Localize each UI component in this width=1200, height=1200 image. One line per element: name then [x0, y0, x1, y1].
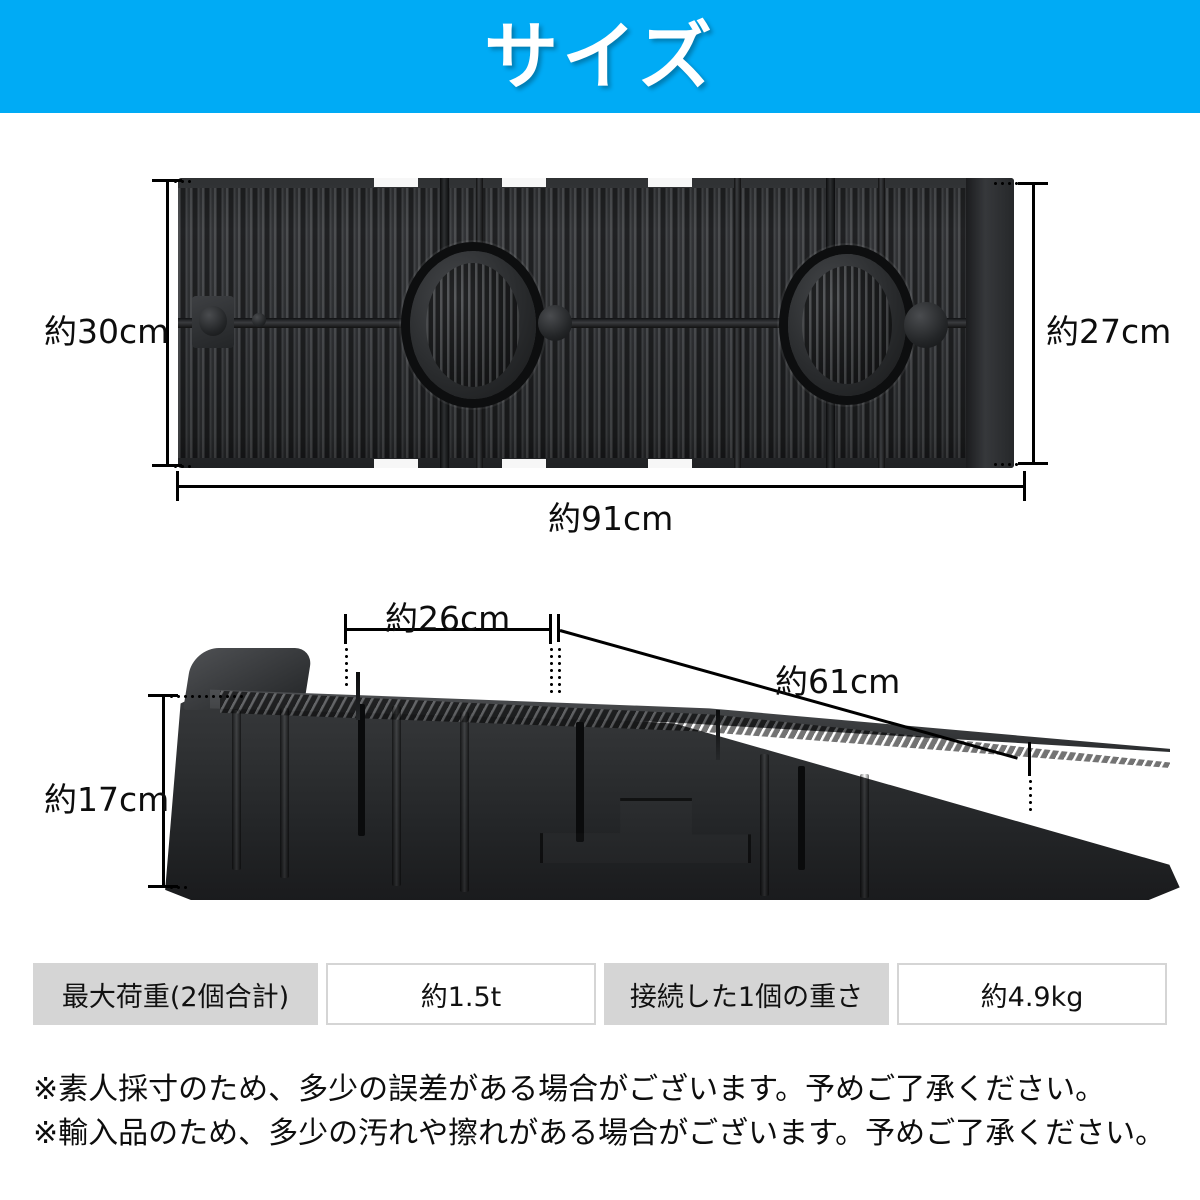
- dim-right-ext-bottom: [992, 463, 1018, 466]
- center-spine: [178, 318, 1014, 328]
- dim-left-cap-bottom: [152, 464, 182, 467]
- spec-value-max-load: 約1.5t: [326, 963, 596, 1025]
- page-title: サイズ: [484, 13, 716, 100]
- dim-bottom-line: [176, 485, 1026, 488]
- dim-right-cap-bottom: [1018, 462, 1048, 465]
- disclaimer-note-import: ※輸入品のため、多少の汚れや擦れがある場合がございます。予めご了承ください。: [33, 1116, 1166, 1152]
- edge-notch-3: [648, 178, 692, 187]
- dim-right-line: [1032, 182, 1035, 465]
- dim-26-cap-right: [549, 614, 552, 644]
- side-rib-1: [232, 710, 241, 870]
- side-panel-seam-1: [356, 672, 360, 720]
- dim-61-ext-right: [1029, 778, 1032, 812]
- edge-notch-6: [648, 459, 692, 468]
- dim-top-view-right-height: 約27cm: [1046, 312, 1172, 351]
- dim-top-view-width: 約91cm: [548, 499, 674, 538]
- size-header-banner: サイズ: [0, 0, 1200, 113]
- mounting-boss-dome: [199, 306, 227, 336]
- dim-left-line: [166, 179, 169, 467]
- side-panel-seam-2: [716, 710, 720, 760]
- ramp-side-body: [160, 648, 1190, 900]
- ramp-top-right-edge: [966, 178, 1014, 468]
- dim-26-ext-right-b: [558, 646, 561, 696]
- side-rib-3: [392, 706, 401, 886]
- disclaimer-note-measurement: ※素人採寸のため、多少の誤差がある場合がございます。予めご了承ください。: [33, 1072, 1106, 1107]
- dim-top-view-left-height: 約30cm: [44, 312, 170, 351]
- ramp-side-view-image: [160, 648, 1190, 900]
- dim-bottom-cap-right: [1023, 471, 1026, 501]
- side-rib-5: [760, 754, 769, 896]
- spec-value-unit-weight: 約4.9kg: [897, 963, 1167, 1025]
- edge-notch-4: [374, 459, 418, 468]
- edge-notch-2: [502, 178, 546, 187]
- circular-port-left-grille: [426, 263, 520, 387]
- spec-table: 最大荷重(2個合計) 約1.5t 接続した1個の重さ 約4.9kg: [33, 963, 1167, 1025]
- ramp-top-view-image: [178, 178, 1014, 468]
- dim-26-tick-inner: [557, 614, 560, 642]
- mounting-boss: [192, 296, 234, 348]
- dim-side-view-flat-length: 約26cm: [385, 599, 511, 638]
- dim-61-cap-right: [1028, 742, 1031, 776]
- spec-label-unit-weight: 接続した1個の重さ: [604, 963, 889, 1025]
- side-vent-slot-2: [576, 722, 584, 842]
- dim-right-ext-top: [992, 182, 1018, 185]
- dim-17-line: [162, 694, 165, 888]
- connector-knob-b: [904, 302, 948, 348]
- dim-17-ext-bottom: [168, 886, 190, 889]
- dim-side-view-slope-length: 約61cm: [775, 662, 901, 701]
- side-rib-4: [460, 712, 469, 892]
- circular-port-right-grille: [802, 266, 892, 384]
- dim-17-cap-bottom: [148, 885, 178, 888]
- side-vent-slot-1: [358, 704, 365, 836]
- side-vent-slot-3: [798, 766, 805, 870]
- circular-port-left: [410, 251, 536, 399]
- dim-26-ext-left: [345, 646, 348, 688]
- dim-left-ext-top: [172, 180, 194, 183]
- dim-side-view-height: 約17cm: [44, 780, 170, 819]
- spec-label-max-load: 最大荷重(2個合計): [33, 963, 318, 1025]
- connector-knob-a: [538, 305, 572, 341]
- dim-17-ext-top: [168, 695, 246, 698]
- small-pin-hole: [252, 313, 266, 327]
- ramp-top-body: [178, 178, 1014, 468]
- side-rib-2: [280, 708, 289, 878]
- edge-notch-1: [374, 178, 418, 187]
- side-rib-6: [860, 774, 869, 898]
- disclaimer-notes: ※素人採寸のため、多少の誤差がある場合がございます。予めご了承ください。 ※輸入…: [33, 1068, 1173, 1157]
- edge-notch-5: [502, 459, 546, 468]
- dim-left-ext-bottom: [172, 465, 194, 468]
- dim-26-ext-right-a: [550, 646, 553, 696]
- dim-26-line: [344, 628, 552, 631]
- circular-port-right: [788, 254, 906, 396]
